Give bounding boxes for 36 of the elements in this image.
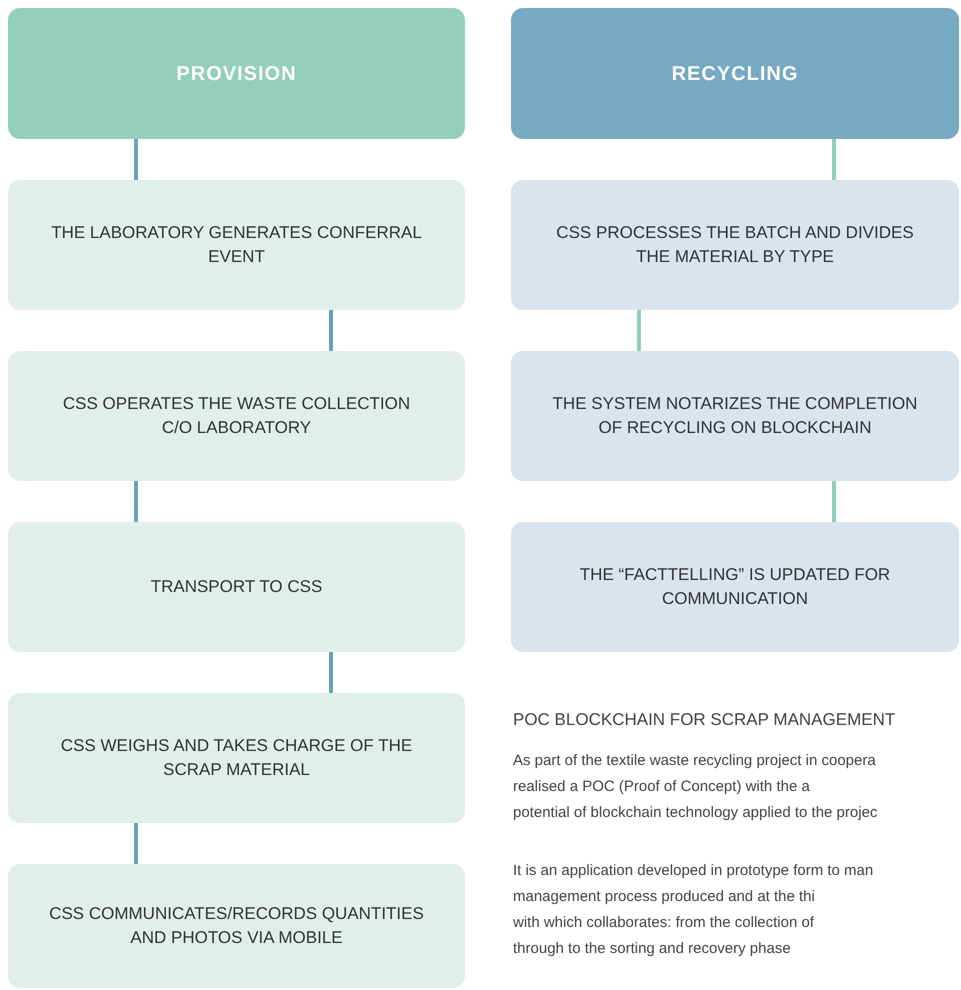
paragraph-line: It is an application developed in prototype form to man (513, 862, 874, 879)
step-text: THE “FACTTELLING” IS UPDATED FOR COMMUNICATION (578, 564, 892, 610)
connector-line (329, 310, 333, 351)
step-text: CSS WEIGHS AND TAKES CHARGE OF THE SCRAP MATERIAL (60, 735, 414, 781)
connector-line (329, 652, 333, 693)
paragraph-line: potential of blockchain technology applied to the projec (513, 804, 878, 821)
paragraph-line: with which collaborates: from the collection of (513, 914, 814, 931)
header-title: PROVISION (176, 62, 297, 86)
header-box (511, 8, 959, 139)
step-text: CSS OPERATES THE WASTE COLLECTION C/O LABORATORY (62, 393, 412, 439)
section-heading: POC BLOCKCHAIN FOR SCRAP MANAGEMENT (513, 710, 896, 730)
paragraph-line: realised a POC (Proof of Concept) with the a (513, 778, 810, 795)
process-box (511, 351, 959, 481)
connector-line (134, 139, 138, 180)
connector-line (134, 823, 138, 864)
connector-line (832, 481, 836, 522)
step-text: CSS PROCESSES THE BATCH AND DIVIDES THE MATERIAL BY TYPE (555, 222, 915, 268)
process-box (511, 180, 959, 310)
connector-line (832, 139, 836, 180)
process-box (8, 180, 465, 310)
header-box (8, 8, 465, 139)
process-box (8, 693, 465, 823)
process-box (511, 522, 959, 652)
process-box (8, 522, 465, 652)
process-box (8, 351, 465, 481)
header-title: RECYCLING (672, 62, 798, 86)
step-text: CSS COMMUNICATES/RECORDS QUANTITIES AND PHOTOS VIA MOBILE (48, 903, 425, 949)
step-text: THE SYSTEM NOTARIZES THE COMPLETION OF RECYCLING ON BLOCKCHAIN (552, 393, 918, 439)
paragraph-line: through to the sorting and recovery phase (513, 940, 791, 957)
connector-line (134, 481, 138, 522)
step-text: THE LABORATORY GENERATES CONFERRAL EVENT (50, 222, 423, 268)
connector-line (637, 310, 641, 351)
step-text: TRANSPORT TO CSS (150, 576, 322, 598)
paragraph-line: management process produced and at the thi (513, 888, 815, 905)
paragraph-line: As part of the textile waste recycling project in coopera (513, 752, 876, 769)
process-box (8, 864, 465, 988)
